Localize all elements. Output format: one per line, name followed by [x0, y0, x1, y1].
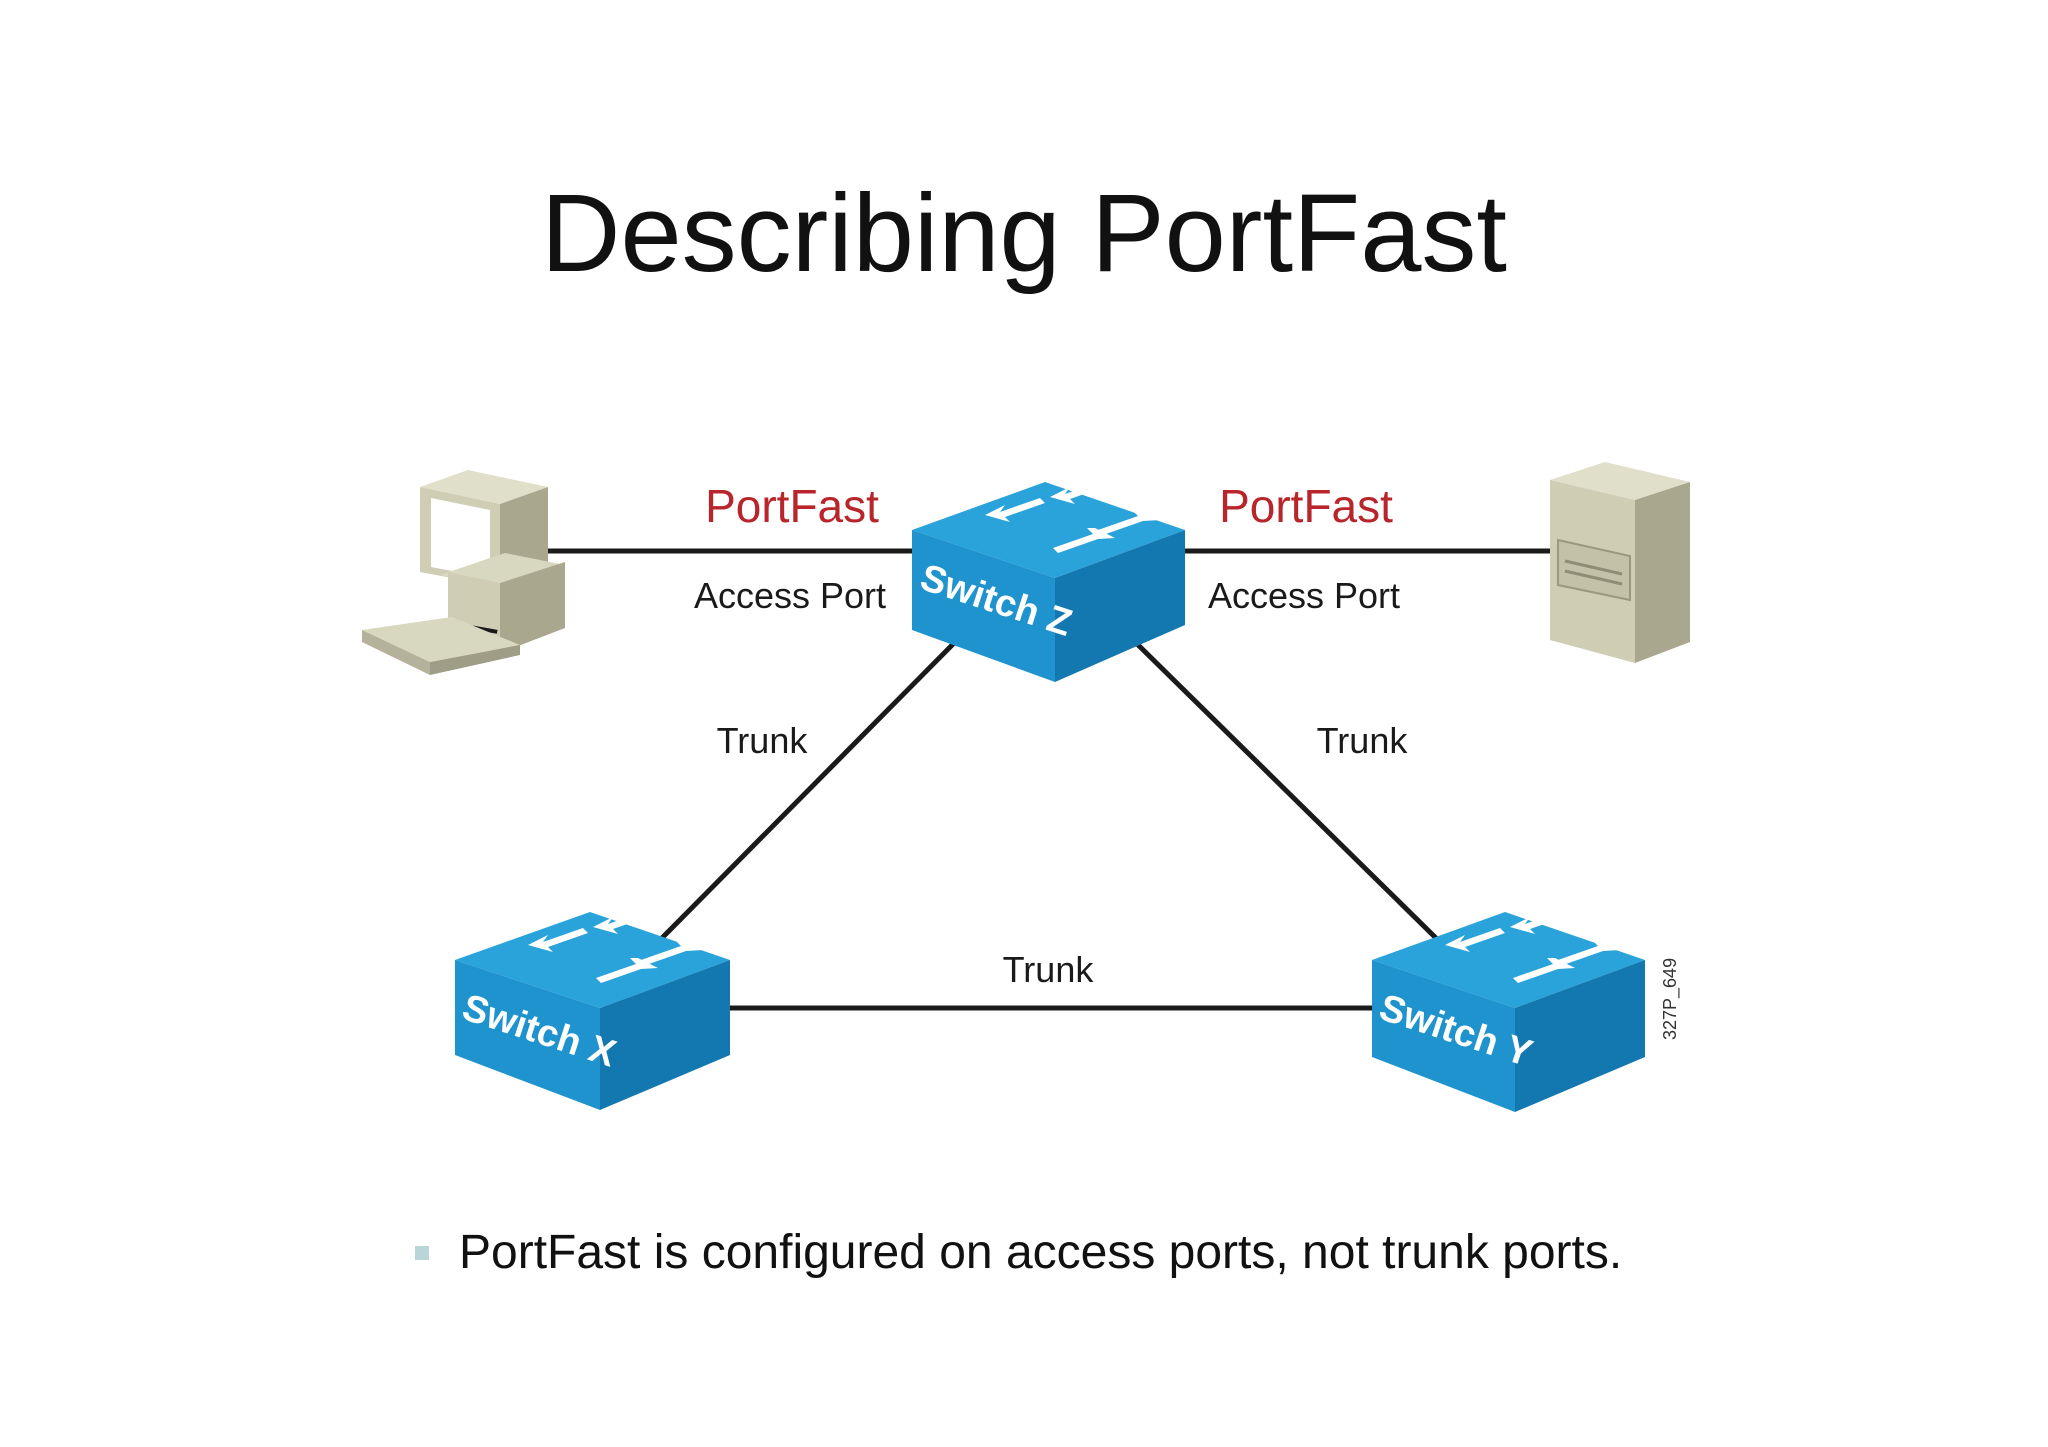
figure-id: 327P_649 [1660, 958, 1681, 1040]
link-switch-z-switch-y [1123, 630, 1442, 944]
pc-icon [362, 470, 565, 675]
bullet-marker [415, 1245, 429, 1260]
switch-y-icon [1372, 910, 1645, 1112]
trunk-label-bottom: Trunk [1003, 949, 1095, 990]
trunk-label-right: Trunk [1317, 720, 1409, 761]
access-port-label-right: Access Port [1208, 575, 1400, 616]
portfast-label-right: PortFast [1219, 480, 1393, 532]
links [540, 548, 1560, 1011]
switch-z-icon [912, 480, 1185, 682]
link-switch-z-switch-x [658, 630, 967, 942]
bullet-text: PortFast is configured on access ports, … [459, 1226, 1623, 1279]
trunk-label-left: Trunk [717, 720, 809, 761]
server-icon [1550, 462, 1690, 663]
access-port-label-left: Access Port [694, 575, 886, 616]
page-title: Describing PortFast [541, 172, 1507, 295]
switch-x-icon [455, 910, 730, 1110]
bullet-item: PortFast is configured on access ports, … [415, 1225, 1915, 1280]
portfast-label-left: PortFast [705, 480, 879, 532]
